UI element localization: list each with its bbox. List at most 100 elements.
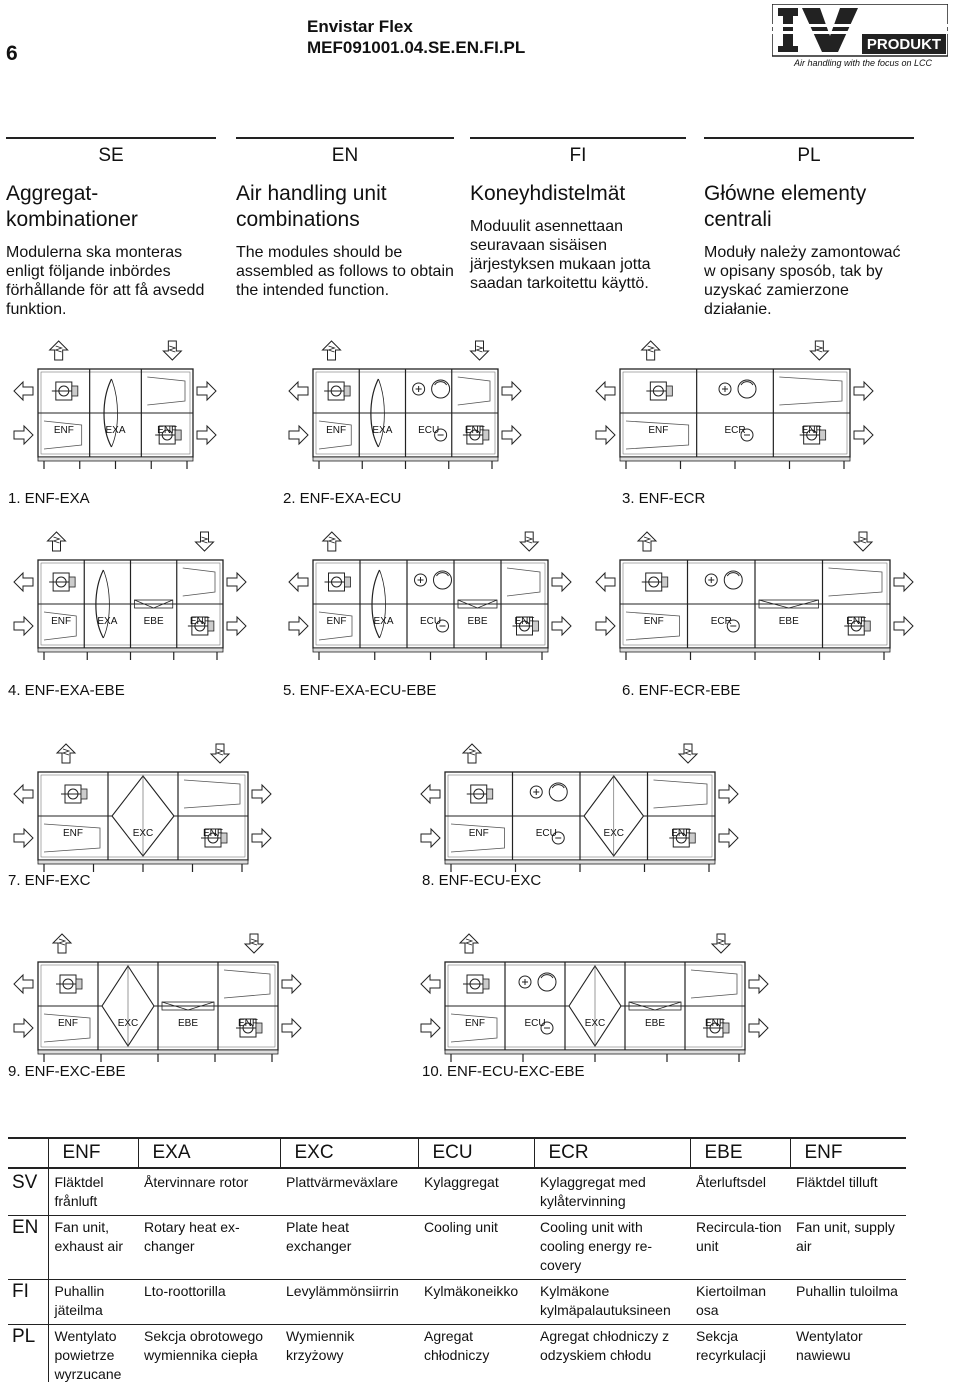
cooling-unit-icon <box>414 570 452 633</box>
module-label: ECR <box>711 616 732 627</box>
document-title: Envistar Flex MEF091001.04.SE.EN.FI.PL <box>307 16 525 58</box>
legend-cell: Kylaggregat med kylåtervinning <box>534 1167 690 1216</box>
module-label: EXC <box>603 828 624 839</box>
legend-header-ecr: ECR <box>533 1137 691 1169</box>
module-label: EBE <box>779 616 799 627</box>
module-label: EBE <box>467 616 487 627</box>
airflow-arrow-icon <box>209 743 231 764</box>
diagram-caption: 8. ENF-ECU-EXC <box>422 872 542 889</box>
plate-exchanger-icon <box>583 775 645 857</box>
fan-icon <box>669 828 696 848</box>
airflow-arrow-icon <box>461 743 483 764</box>
airflow-arrow-icon <box>281 973 302 995</box>
cooling-unit-icon <box>412 379 451 442</box>
legend-row-language: FI <box>8 1279 49 1325</box>
airflow-arrow-icon <box>196 380 217 402</box>
fan-icon <box>512 616 539 636</box>
airflow-arrow-icon <box>852 531 874 552</box>
column-heading: Główne elementy centrali <box>704 182 867 231</box>
legend-cell: Recircula-tion unit <box>690 1215 790 1280</box>
legend-cell: Lto-roottorilla <box>138 1279 280 1325</box>
legend-cell: Levylämmönsiirrin <box>280 1279 418 1325</box>
airflow-arrow-icon <box>501 424 522 446</box>
diagram-caption: 1. ENF-EXA <box>8 490 90 507</box>
airflow-arrow-icon <box>226 615 247 637</box>
document-title-line2: MEF091001.04.SE.EN.FI.PL <box>307 38 526 57</box>
fan-icon <box>703 1018 730 1038</box>
airflow-arrow-icon <box>595 380 616 402</box>
module-label: EBE <box>144 616 164 627</box>
legend-cell: Cooling unit with cooling energy re-cove… <box>534 1215 690 1280</box>
legend-header-exa: EXA <box>137 1137 281 1169</box>
airflow-arrow-icon <box>55 743 77 764</box>
fan-icon <box>49 572 76 592</box>
logo-tagline: Air handling with the focus on LCC <box>793 58 933 68</box>
airflow-arrow-icon <box>226 571 247 593</box>
base-frame <box>37 456 194 462</box>
airflow-arrow-icon <box>13 1017 34 1039</box>
airflow-arrow-icon <box>718 783 739 805</box>
column-body: The modules should be assembled as follo… <box>236 244 454 299</box>
airflow-arrow-icon <box>13 615 34 637</box>
fan-icon <box>51 381 79 401</box>
column-fi: FI Koneyhdistelmät Moduulit asennettaan … <box>470 137 686 293</box>
module-label: EXA <box>105 425 125 436</box>
legend-cell: Rotary heat ex-changer <box>138 1215 280 1280</box>
cooling-unit-icon <box>518 972 557 1035</box>
column-heading: Air handling unit combinations <box>236 182 387 231</box>
module-label: ENF <box>515 616 535 627</box>
legend-corner <box>8 1137 49 1169</box>
module-label: EBE <box>178 1018 198 1029</box>
airflow-arrow-icon <box>518 531 540 552</box>
legend-cell: Fläktdel frånluft <box>48 1167 138 1216</box>
airflow-arrow-icon <box>288 615 309 637</box>
column-rule <box>704 137 914 139</box>
fan-icon <box>187 616 215 636</box>
airflow-arrow-icon <box>48 340 69 361</box>
legend-cell: Cooling unit <box>418 1215 534 1280</box>
legend-cell: Återluftsdel <box>690 1167 790 1216</box>
column-heading: Aggregat-kombinationer <box>6 182 138 231</box>
module-label: ENF <box>846 616 866 627</box>
airflow-arrow-icon <box>710 933 732 954</box>
airflow-arrow-icon <box>13 973 34 995</box>
legend-cell: Kylaggregat <box>418 1167 534 1216</box>
airflow-arrow-icon <box>420 827 441 849</box>
fan-icon <box>462 425 490 445</box>
legend-row-language: PL <box>8 1324 49 1382</box>
legend-cell: Kylmäkone kylmäpalautuksineen <box>534 1279 690 1325</box>
column-rule <box>470 137 686 139</box>
fan-icon <box>201 828 228 848</box>
module-label: ENF <box>465 425 485 436</box>
legend-cell: Återvinnare rotor <box>138 1167 280 1216</box>
airflow-arrow-icon <box>13 571 34 593</box>
airflow-arrow-icon <box>13 380 34 402</box>
column-body: Modulerna ska monteras enligt följande i… <box>6 244 205 318</box>
module-label: ECU <box>418 425 439 436</box>
legend-header-row: ENF EXA EXC ECU ECR EBE ENF <box>8 1137 906 1169</box>
airflow-arrow-icon <box>551 571 572 593</box>
legend-header-ebe: EBE <box>689 1137 791 1169</box>
diagram-caption: 7. ENF-EXC <box>8 872 91 889</box>
column-language-code: EN <box>331 145 359 166</box>
module-label: ENF <box>465 1018 485 1029</box>
column-language-code: PL <box>797 145 821 166</box>
module-label: EXA <box>373 616 393 627</box>
fan-icon <box>641 572 669 592</box>
column-heading: Koneyhdistelmät <box>470 182 626 205</box>
recirculation-damper-icon <box>134 599 174 609</box>
base-frame <box>37 1049 279 1055</box>
module-label: ECR <box>724 425 745 436</box>
airflow-arrow-icon <box>595 615 616 637</box>
rotary-exchanger-icon <box>103 378 118 448</box>
base-frame <box>312 456 499 462</box>
airflow-arrow-icon <box>501 380 522 402</box>
module-label: ENF <box>705 1018 725 1029</box>
plate-exchanger-icon <box>111 775 175 857</box>
